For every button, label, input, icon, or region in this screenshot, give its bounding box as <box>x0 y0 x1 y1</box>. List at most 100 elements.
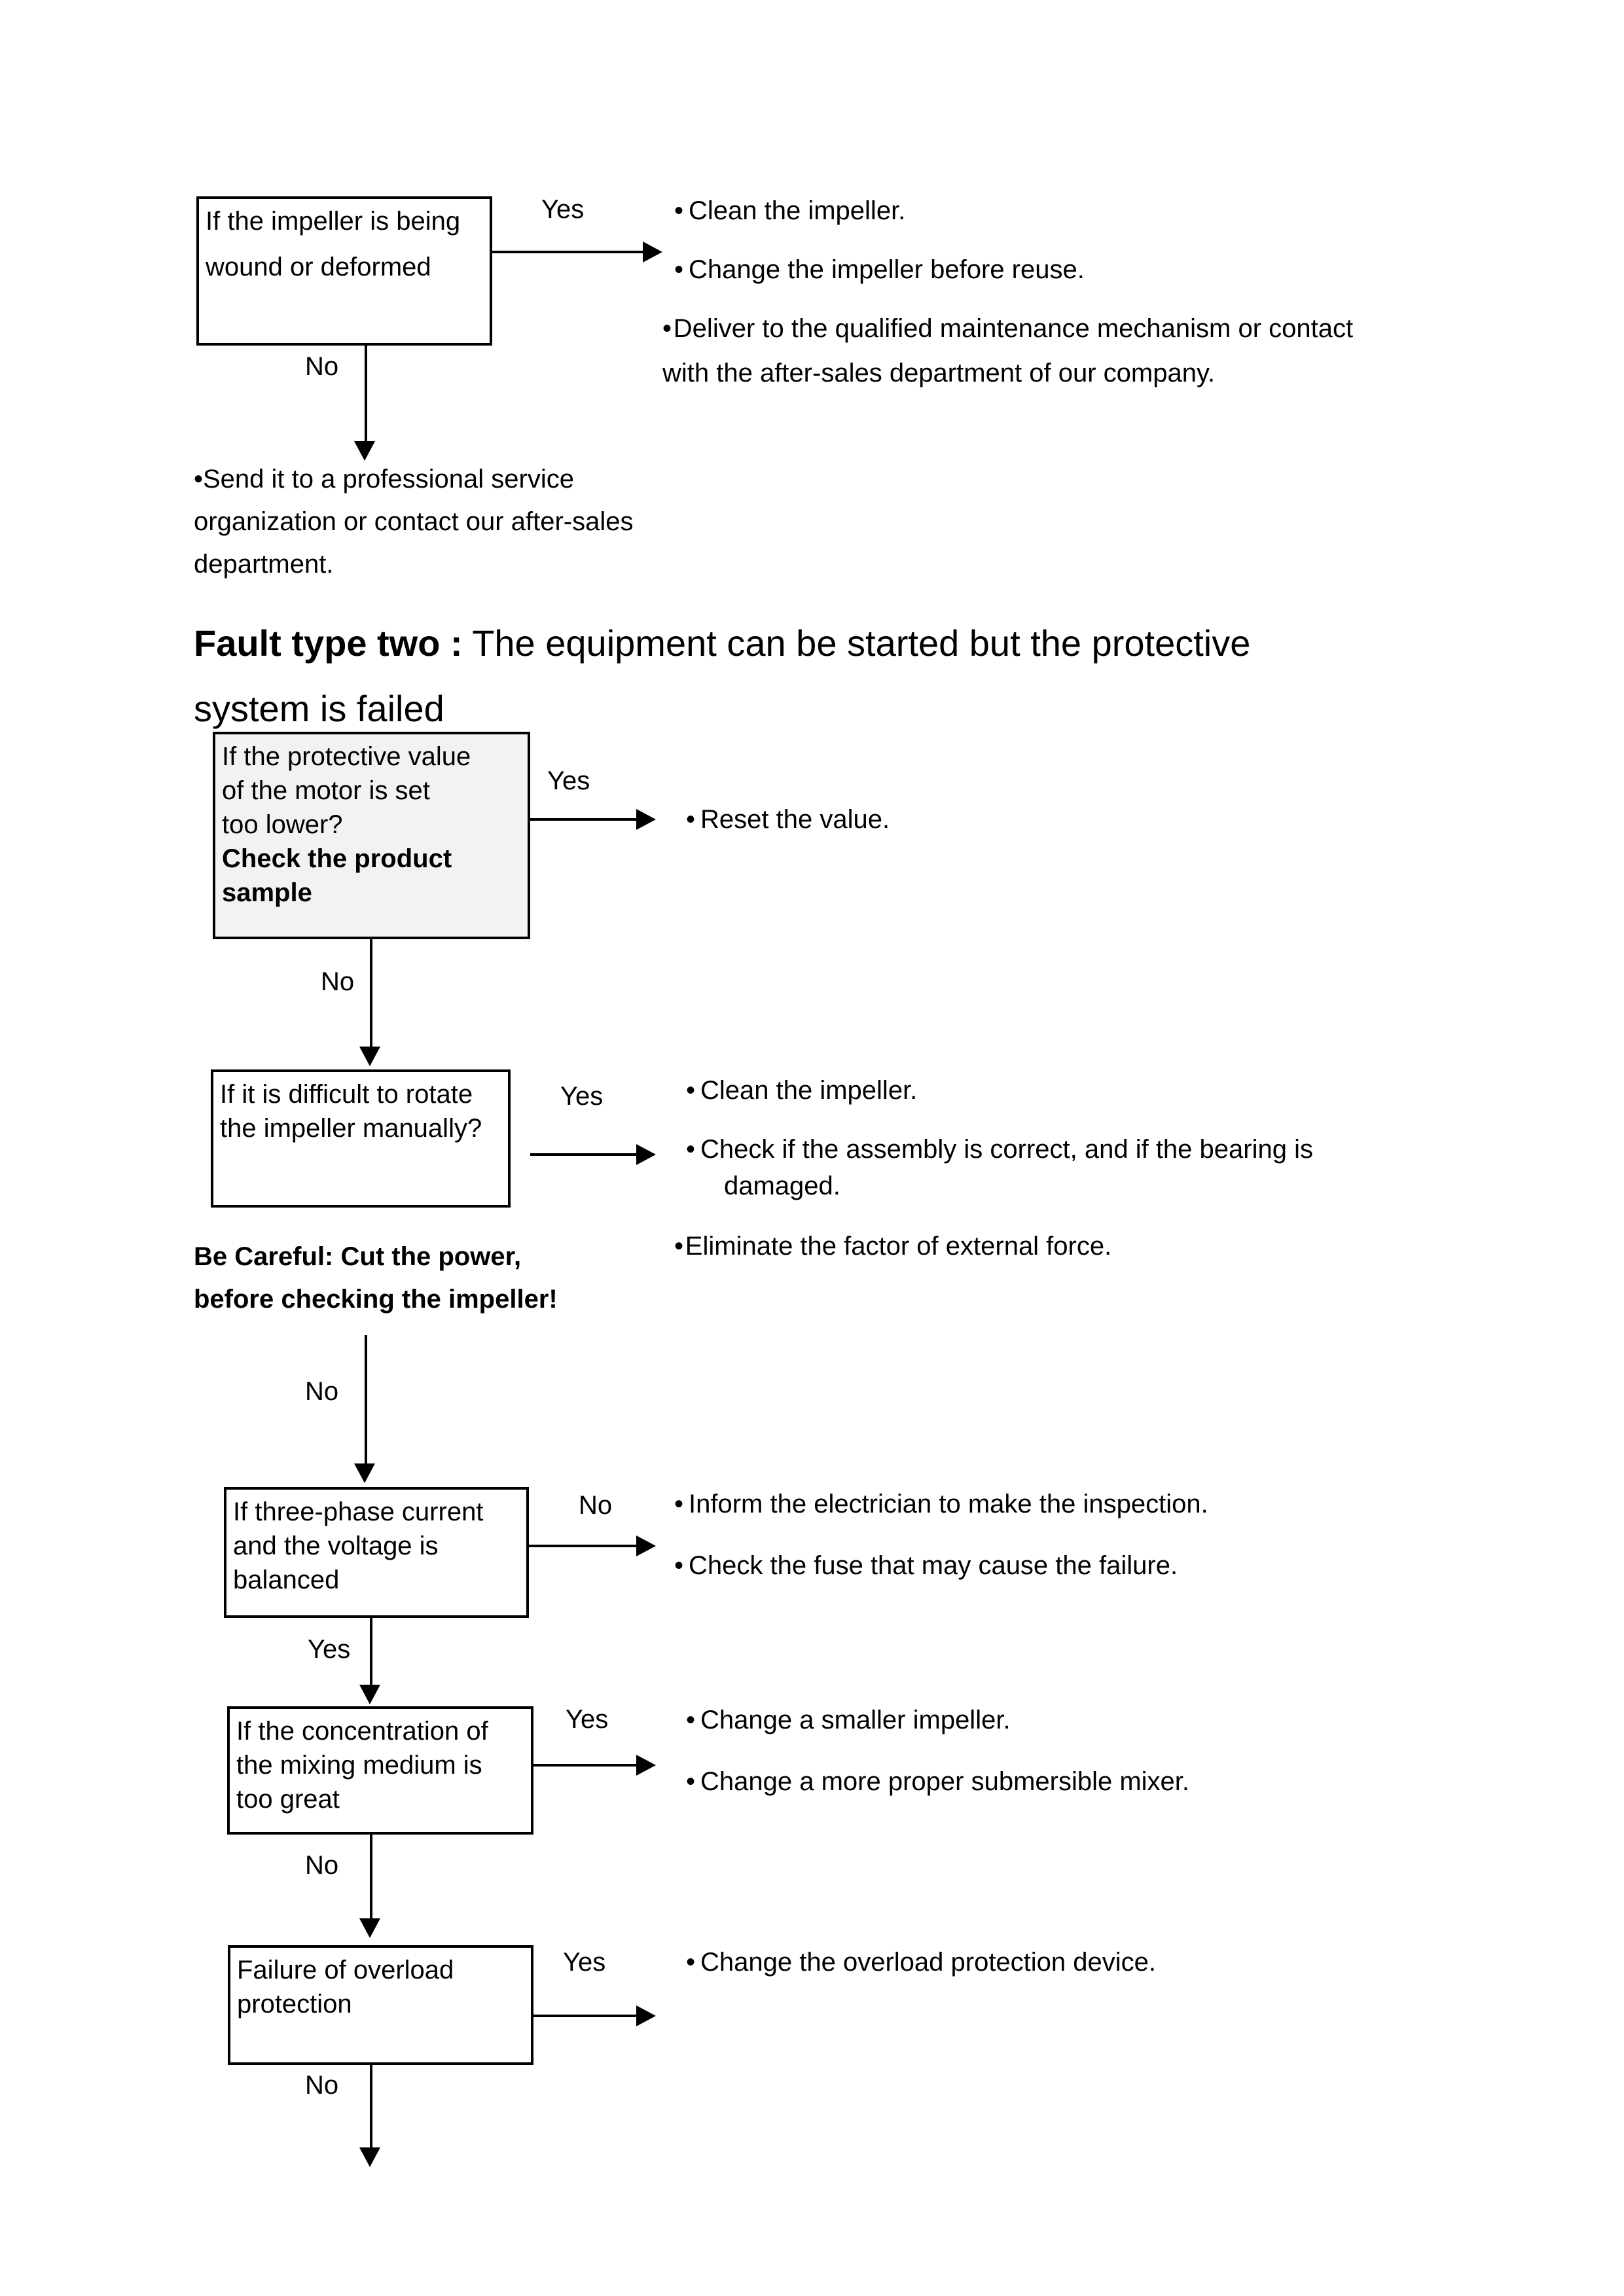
decision-box-line: of the motor is set <box>222 776 430 805</box>
decision-box-protective-value: If the protective value of the motor is … <box>213 732 530 939</box>
flow-label-no: No <box>305 1851 339 1880</box>
action-text: Reset the value. <box>700 805 890 834</box>
decision-box-medium-concentration: If the concentration of the mixing mediu… <box>227 1706 533 1835</box>
decision-box-line: too great <box>236 1785 340 1814</box>
flow-label-yes: Yes <box>308 1635 351 1664</box>
action-text: Deliver to the qualified maintenance mec… <box>673 314 1354 343</box>
action-text: Inform the electrician to make the inspe… <box>689 1490 1208 1518</box>
flow-label-yes: Yes <box>541 195 585 224</box>
caution-line: before checking the impeller! <box>194 1284 558 1314</box>
action-list-three-phase-current: •Inform the electrician to make the insp… <box>674 1487 1447 1583</box>
action-item: •Change the impeller before reuse. <box>674 253 1473 287</box>
arrowhead-icon <box>636 1755 656 1776</box>
action-item: •Deliver to the qualified maintenance me… <box>662 312 1473 346</box>
action-text: Change the impeller before reuse. <box>689 255 1085 284</box>
paragraph-line: organization or contact our after-sales <box>194 507 634 536</box>
connector-line-horizontal <box>492 251 644 253</box>
flow-label-yes: Yes <box>547 766 590 795</box>
decision-box-impeller-wound: If the impeller is being wound or deform… <box>196 196 492 346</box>
arrowhead-icon <box>636 809 656 830</box>
decision-box-line: the impeller manually? <box>220 1114 482 1143</box>
arrowhead-icon <box>636 1144 656 1165</box>
connector-line-vertical <box>365 346 367 444</box>
arrowhead-icon <box>643 242 662 262</box>
action-text: with the after-sales department of our c… <box>662 359 1216 387</box>
decision-box-rotate-impeller: If it is difficult to rotate the impelle… <box>211 1069 511 1208</box>
decision-box-line: and the voltage is <box>233 1532 439 1560</box>
decision-box-line: balanced <box>233 1566 340 1594</box>
decision-box-three-phase-current: If three-phase current and the voltage i… <box>224 1487 529 1618</box>
arrowhead-icon <box>359 1047 380 1066</box>
action-item-continuation: with the after-sales department of our c… <box>662 356 1473 390</box>
bullet-icon: • <box>662 314 672 343</box>
action-list-protective-value: •Reset the value. <box>686 802 1406 836</box>
flow-label-no: No <box>579 1491 613 1520</box>
flow-label-yes: Yes <box>560 1082 604 1111</box>
bullet-icon: • <box>674 1490 684 1518</box>
action-text: Clean the impeller. <box>700 1076 918 1105</box>
flow-label-no: No <box>321 967 355 996</box>
decision-box-line: If the concentration of <box>236 1717 488 1746</box>
action-text: Check the fuse that may cause the failur… <box>689 1551 1178 1580</box>
action-item: •Check if the assembly is correct, and i… <box>686 1132 1458 1166</box>
arrowhead-icon <box>359 1685 380 1704</box>
action-list-rotate-impeller: •Clean the impeller. •Check if the assem… <box>674 1073 1458 1263</box>
decision-box-line: If the protective value <box>222 742 471 771</box>
flow-label-no: No <box>305 1377 339 1406</box>
arrowhead-icon <box>354 441 375 461</box>
action-text: Check if the assembly is correct, and if… <box>700 1135 1313 1164</box>
action-text: Clean the impeller. <box>689 196 906 225</box>
decision-box-line: If it is difficult to rotate <box>220 1080 473 1109</box>
action-list-overload-protection: •Change the overload protection device. <box>686 1945 1458 1979</box>
decision-box-line-emphasis: sample <box>222 878 312 907</box>
connector-line-vertical <box>365 1335 367 1466</box>
flow-label-yes: Yes <box>563 1948 606 1977</box>
arrowhead-icon <box>354 1463 375 1483</box>
arrowhead-icon <box>359 2147 380 2167</box>
action-paragraph-professional-service: •Send it to a professional service organ… <box>194 458 848 585</box>
action-list-impeller-wound: •Clean the impeller. •Change the impelle… <box>662 194 1473 390</box>
action-text: Change a smaller impeller. <box>700 1706 1011 1734</box>
caution-line: Be Careful: Cut the power, <box>194 1242 522 1271</box>
connector-line-vertical <box>370 1618 372 1687</box>
bullet-icon: • <box>674 196 684 225</box>
bullet-icon: • <box>686 1135 696 1164</box>
connector-line-horizontal <box>529 1545 638 1547</box>
paragraph-line: department. <box>194 549 334 579</box>
action-item-continuation: damaged. <box>724 1169 1458 1203</box>
arrowhead-icon <box>359 1918 380 1938</box>
bullet-icon: • <box>686 1706 696 1734</box>
decision-box-overload-protection: Failure of overload protection <box>228 1945 533 2065</box>
bullet-icon: • <box>686 1767 696 1796</box>
page-title-fault-type-two: Fault type two : The equipment can be st… <box>194 614 1250 673</box>
action-list-medium-concentration: •Change a smaller impeller. •Change a mo… <box>686 1703 1458 1799</box>
heading-line2: system is failed <box>194 688 444 729</box>
action-item: •Eliminate the factor of external force. <box>674 1229 1458 1263</box>
bullet-icon: • <box>674 1551 684 1580</box>
decision-box-line: the mixing medium is <box>236 1751 482 1780</box>
action-item: •Change a smaller impeller. <box>686 1703 1458 1737</box>
action-item: •Clean the impeller. <box>686 1073 1458 1107</box>
page-title-fault-type-two-line2: system is failed <box>194 679 444 739</box>
heading-bold-part: Fault type two : <box>194 622 463 664</box>
action-item: •Check the fuse that may cause the failu… <box>674 1549 1447 1583</box>
decision-box-line: protection <box>237 1990 352 2018</box>
action-item: •Inform the electrician to make the insp… <box>674 1487 1447 1521</box>
connector-line-horizontal <box>530 1153 638 1156</box>
action-text: Change the overload protection device. <box>700 1948 1157 1977</box>
connector-line-vertical <box>370 1835 372 1921</box>
action-item: •Reset the value. <box>686 802 1406 836</box>
decision-box-line: If the impeller is being <box>206 207 461 236</box>
flow-label-no: No <box>305 352 339 381</box>
bullet-icon: • <box>686 1948 696 1977</box>
arrowhead-icon <box>636 2005 656 2026</box>
bullet-icon: • <box>686 1076 696 1105</box>
paragraph-line: •Send it to a professional service <box>194 465 574 493</box>
decision-box-line-emphasis: Check the product <box>222 844 452 873</box>
connector-line-vertical <box>370 939 372 1049</box>
heading-rest-part: The equipment can be started but the pro… <box>462 622 1251 664</box>
action-item: •Change the overload protection device. <box>686 1945 1458 1979</box>
flow-label-no: No <box>305 2071 339 2100</box>
connector-line-horizontal <box>530 818 638 821</box>
